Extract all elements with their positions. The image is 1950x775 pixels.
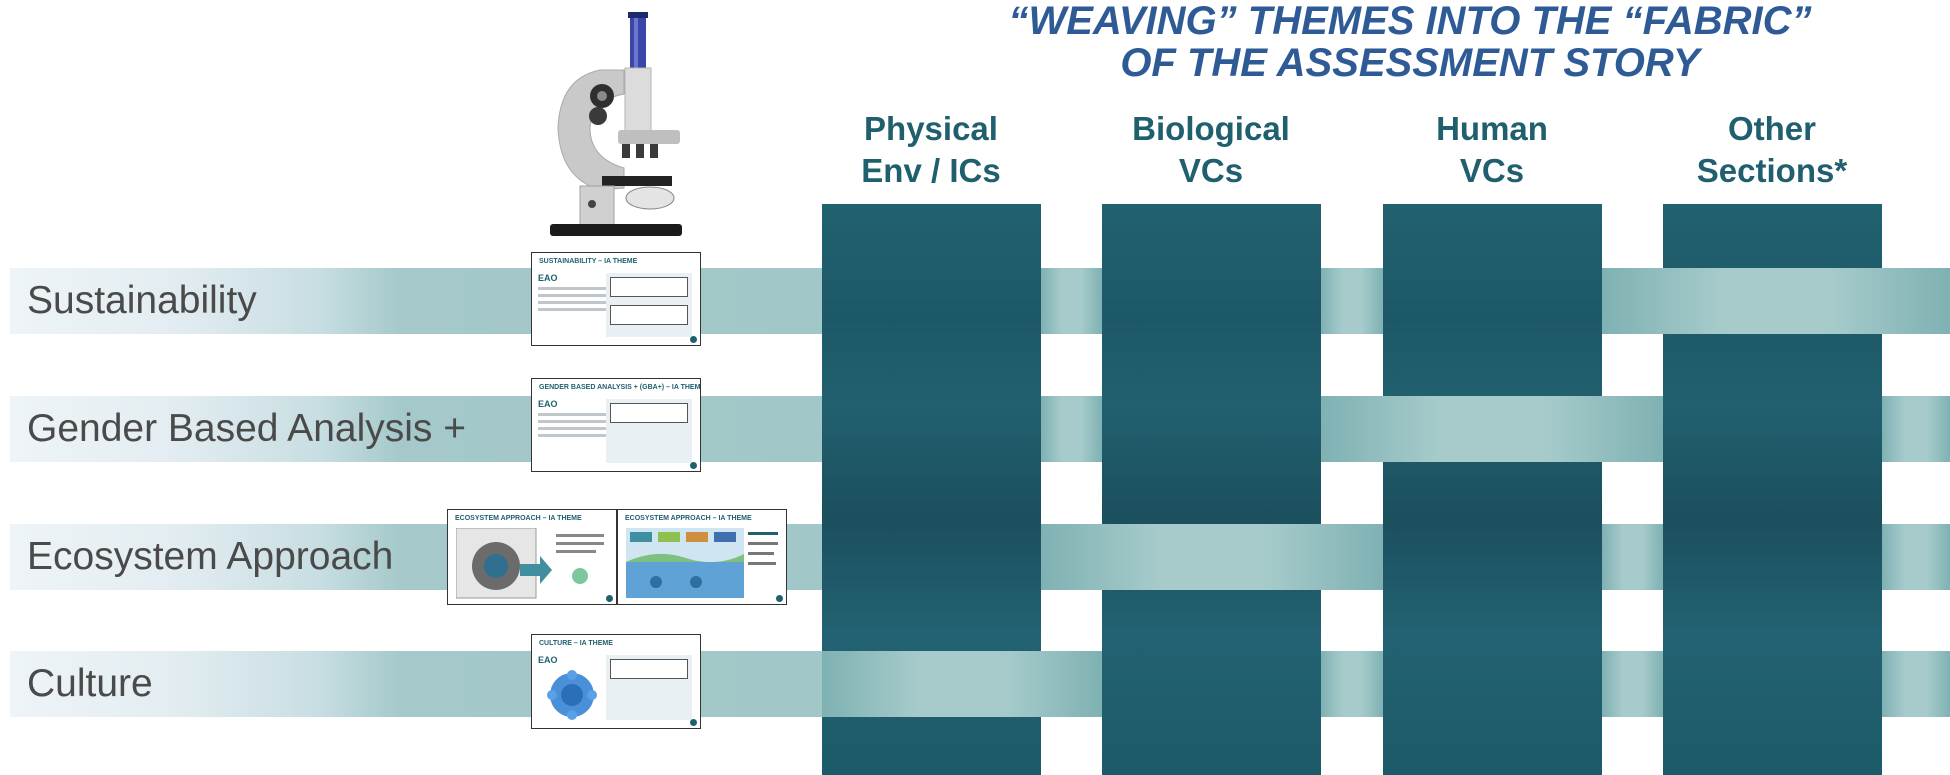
- weave-over: [1882, 524, 1950, 590]
- slide-thumbnail-ecosystem-1[interactable]: ECOSYSTEM APPROACH – IA THEME: [447, 509, 617, 605]
- diagram-title: “WEAVING” THEMES INTO THE “FABRIC” OF TH…: [860, 0, 1950, 84]
- slide-thumbnail-gba[interactable]: GENDER BASED ANALYSIS + (GBA+) – IA THEM…: [531, 378, 701, 472]
- eao-logo: EAO: [538, 655, 558, 665]
- weave-over: [1321, 268, 1383, 334]
- ecosystem-diagram-image: [456, 528, 604, 599]
- microscope-icon: [550, 12, 682, 236]
- slide-thumbnail-culture[interactable]: CULTURE – IA THEME EAO: [531, 634, 701, 729]
- eao-logo: EAO: [538, 273, 558, 283]
- column-heading-biological: Biological VCs: [1132, 110, 1290, 189]
- theme-label-ecosystem: Ecosystem Approach: [27, 535, 394, 578]
- weave-over: [1321, 651, 1383, 717]
- column-heading-human: Human VCs: [1436, 110, 1548, 189]
- culture-wheel-image: [547, 670, 597, 720]
- weave-over: [1321, 396, 1663, 462]
- title-line-1: “WEAVING” THEMES INTO THE “FABRIC”: [1008, 0, 1812, 43]
- theme-label-gba: Gender Based Analysis +: [27, 407, 467, 450]
- column-biological: [1102, 204, 1321, 775]
- column-heading-physical: Physical Env / ICs: [861, 110, 1001, 189]
- weave-over: [1882, 651, 1950, 717]
- theme-label-culture: Culture: [27, 662, 153, 705]
- weave-over: [1041, 268, 1102, 334]
- weave-over: [1041, 524, 1383, 590]
- weave-over: [1041, 396, 1102, 462]
- slide-thumbnail-sustainability[interactable]: SUSTAINABILITY – IA THEME EAO: [531, 252, 701, 346]
- weave-over: [1602, 524, 1663, 590]
- eao-logo: EAO: [538, 399, 558, 409]
- weave-over: [1882, 396, 1950, 462]
- theme-label-sustainability: Sustainability: [27, 279, 257, 322]
- slide-thumbnail-ecosystem-2[interactable]: ECOSYSTEM APPROACH – IA THEME: [617, 509, 787, 605]
- ecosystem-landscape-image: [626, 528, 778, 598]
- title-line-2: OF THE ASSESSMENT STORY: [1120, 41, 1700, 85]
- column-human: [1383, 204, 1602, 775]
- weave-over: [1602, 651, 1663, 717]
- weave-over: [822, 651, 1102, 717]
- column-heading-other: Other Sections*: [1696, 110, 1848, 189]
- weave-over: [1602, 268, 1950, 334]
